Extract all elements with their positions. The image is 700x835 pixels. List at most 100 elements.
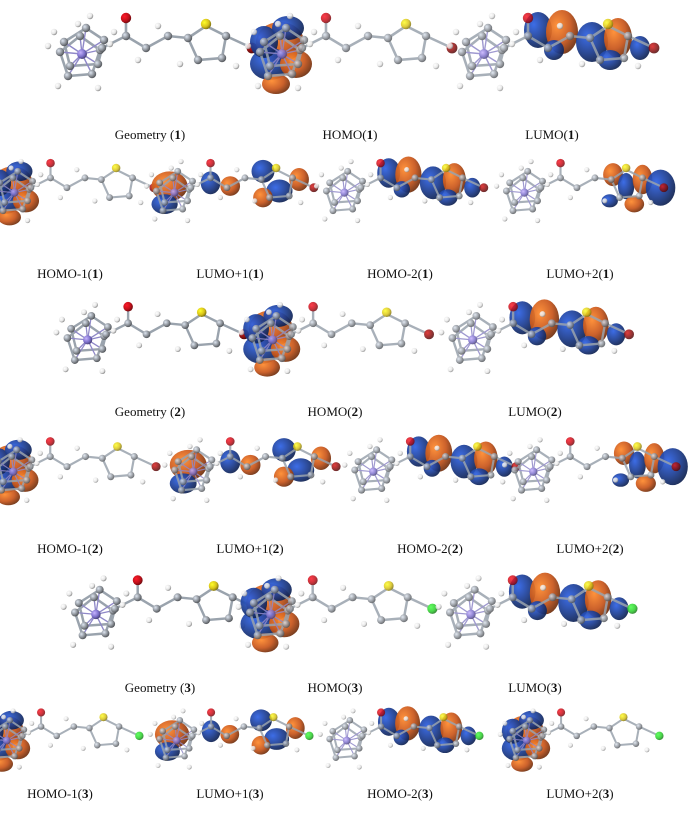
caption-compound-number: 2: [452, 541, 459, 556]
caption-close: ): [259, 786, 264, 801]
molecule-render: [53, 301, 249, 375]
molecule-render: [143, 158, 319, 224]
molecule-render: [446, 10, 660, 92]
caption-label: LUMO+1(: [196, 266, 253, 281]
caption-compound-number: 3: [550, 680, 558, 695]
orbital-lobes: [611, 441, 688, 492]
caption-label: LUMO(: [525, 127, 568, 142]
caption-close: ): [98, 266, 103, 281]
molecule-render: [44, 12, 258, 92]
caption-label: LUMO+2(: [546, 266, 603, 281]
orbital-panel-4-2: [431, 565, 640, 679]
caption-compound-number: 1: [567, 127, 575, 142]
caption-label: LUMO+2(: [546, 786, 603, 801]
caption-compound-number: 1: [366, 127, 374, 142]
caption-close: ): [190, 680, 196, 695]
panel-caption: HOMO-2(2): [397, 541, 463, 557]
molecule-render: [161, 437, 341, 503]
caption-close: ): [180, 127, 186, 142]
caption-close: ): [458, 541, 463, 556]
orbital-panel-5-1: [144, 700, 316, 794]
caption-label: LUMO+1(: [196, 786, 253, 801]
molecule-structure: [161, 437, 341, 503]
orbital-panel-4-1: [231, 565, 440, 679]
molecule-structure: [235, 575, 438, 650]
panel-caption: LUMO(1): [525, 127, 578, 143]
orbital-panel-3-2: [338, 428, 523, 529]
molecule-render: [235, 575, 438, 653]
molecule-structure: [493, 158, 669, 224]
caption-label: LUMO+2(: [556, 541, 613, 556]
geometry-panel-0-0: [40, 2, 260, 122]
orbital-panel-5-2: [314, 700, 486, 794]
orbital-panel-0-2: [442, 2, 662, 122]
panel-caption: LUMO+1(3): [196, 786, 263, 802]
caption-compound-number: 3: [184, 680, 191, 695]
caption-close: ): [557, 680, 562, 695]
caption-close: ): [574, 127, 579, 142]
molecule-structure: [497, 708, 664, 770]
orbital-panel-1-1: [140, 150, 320, 248]
molecule-structure: [0, 708, 144, 770]
panel-caption: HOMO(2): [308, 404, 363, 420]
caption-label: HOMO(: [307, 404, 352, 419]
caption-close: ): [88, 786, 93, 801]
orbital-panel-1-0: [0, 150, 160, 248]
molecule-render: [147, 708, 314, 770]
caption-compound-number: 1: [422, 266, 429, 281]
caption-compound-number: 3: [82, 786, 89, 801]
panel-caption: LUMO+2(2): [556, 541, 623, 557]
panel-caption: HOMO(3): [308, 680, 363, 696]
molecule-render: [238, 301, 434, 377]
caption-compound-number: 1: [252, 266, 260, 281]
caption-label: HOMO-2(: [397, 541, 453, 556]
caption-close: ): [98, 541, 103, 556]
molecule-structure: [446, 12, 660, 92]
caption-compound-number: 3: [252, 786, 260, 801]
caption-compound-number: 3: [351, 680, 359, 695]
caption-compound-number: 1: [174, 127, 181, 142]
caption-close: ): [428, 266, 433, 281]
caption-label: HOMO(: [322, 127, 367, 142]
molecule-structure: [238, 301, 434, 375]
caption-label: Geometry (: [124, 680, 185, 695]
molecule-structure: [317, 708, 484, 770]
caption-compound-number: 3: [422, 786, 429, 801]
molecule-structure: [143, 158, 319, 224]
caption-compound-number: 2: [92, 541, 99, 556]
caption-label: HOMO-1(: [27, 786, 83, 801]
caption-close: ): [609, 266, 614, 281]
orbital-panel-1-2: [310, 150, 490, 248]
panel-caption: HOMO-1(2): [37, 541, 103, 557]
molecule-render: [313, 156, 489, 224]
molecule-render: [341, 434, 521, 503]
caption-close: ): [557, 404, 562, 419]
panel-caption: LUMO(2): [508, 404, 561, 420]
molecule-structure: [313, 158, 489, 224]
molecule-structure: [60, 575, 263, 650]
molecule-structure: [501, 437, 681, 503]
panel-caption: HOMO-1(3): [27, 786, 93, 802]
caption-label: LUMO(: [508, 680, 551, 695]
caption-label: HOMO-2(: [367, 266, 423, 281]
molecule-render: [493, 158, 676, 224]
caption-label: HOMO-2(: [367, 786, 423, 801]
caption-label: LUMO+1(: [216, 541, 273, 556]
caption-close: ): [180, 404, 186, 419]
caption-close: ): [279, 541, 284, 556]
molecule-render: [0, 158, 159, 226]
caption-close: ): [428, 786, 433, 801]
caption-compound-number: 2: [550, 404, 558, 419]
caption-close: ): [259, 266, 264, 281]
panel-caption: LUMO+2(1): [546, 266, 613, 282]
panel-caption: Geometry (3): [125, 680, 195, 696]
molecule-render: [0, 708, 144, 772]
caption-label: HOMO(: [307, 680, 352, 695]
orbital-panel-3-1: [158, 428, 343, 529]
molecule-structure: [53, 301, 249, 375]
caption-compound-number: 1: [92, 266, 99, 281]
caption-label: HOMO-1(: [37, 541, 93, 556]
orbital-panel-2-2: [434, 292, 636, 402]
panel-caption: LUMO+1(1): [196, 266, 263, 282]
